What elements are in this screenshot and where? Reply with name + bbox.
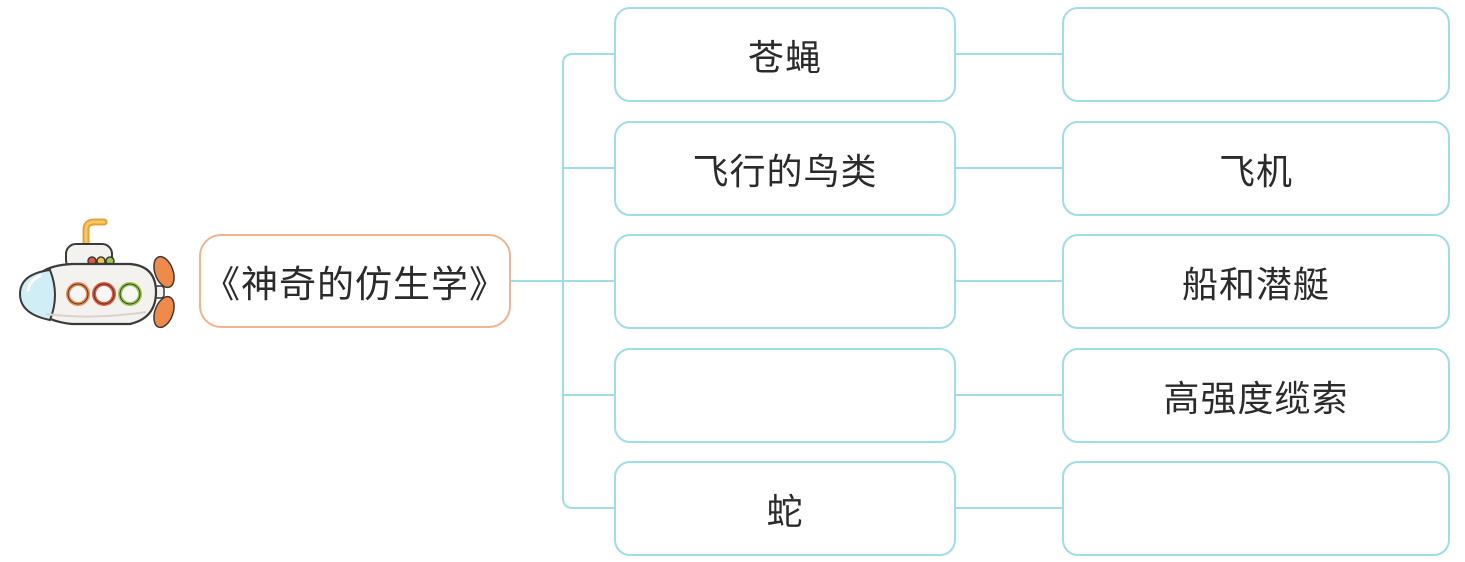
animal-box-4[interactable] <box>614 348 956 443</box>
invention-box-1[interactable] <box>1062 7 1450 102</box>
invention-box-3: 船和潜艇 <box>1062 234 1450 329</box>
submarine-icon <box>18 218 175 329</box>
animal-box-1: 苍蝇 <box>614 7 956 102</box>
root-topic: 《神奇的仿生学》 <box>199 234 511 328</box>
animal-box-3[interactable] <box>614 234 956 329</box>
animal-box-2: 飞行的鸟类 <box>614 121 956 216</box>
animal-box-5: 蛇 <box>614 461 956 556</box>
invention-box-4: 高强度缆索 <box>1062 348 1450 443</box>
invention-box-2: 飞机 <box>1062 121 1450 216</box>
invention-box-5[interactable] <box>1062 461 1450 556</box>
